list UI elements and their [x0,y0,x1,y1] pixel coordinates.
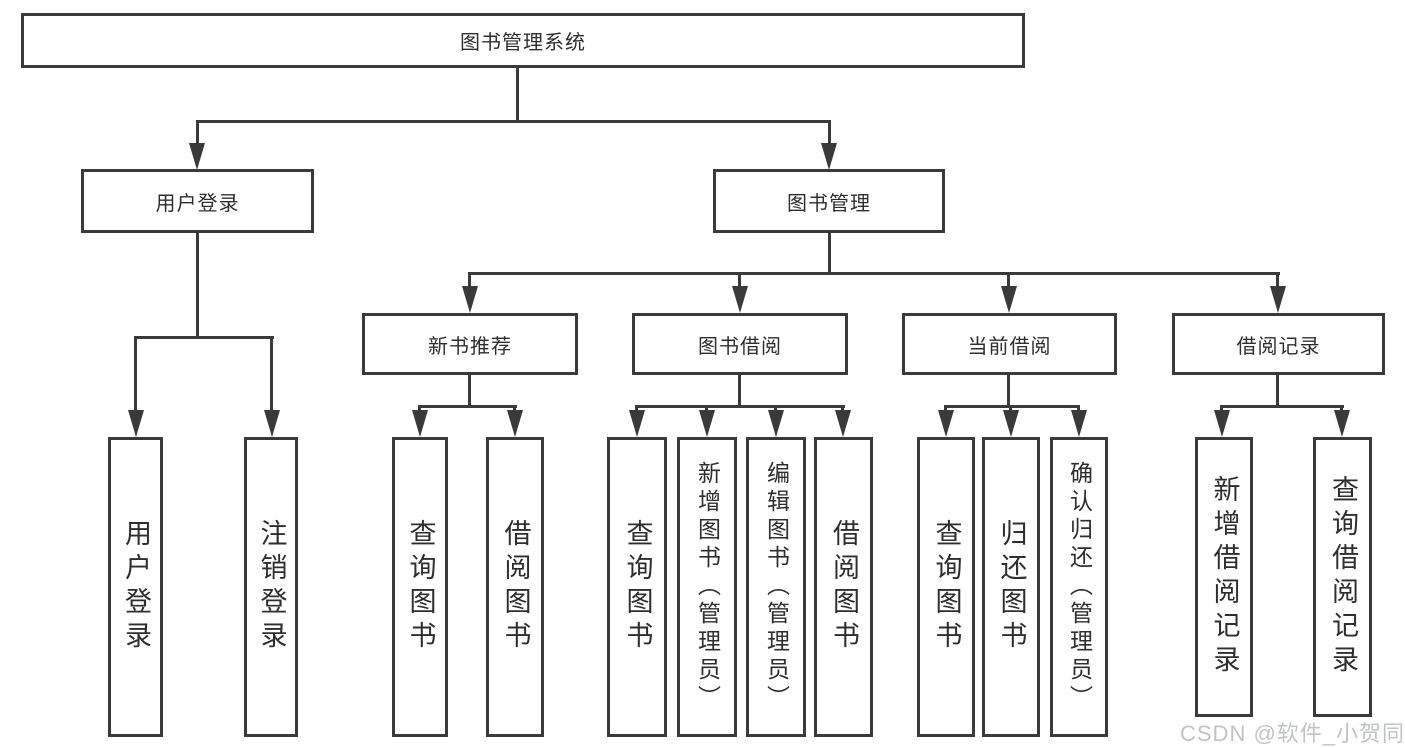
connector-line [516,68,519,120]
leaf-label: 归还图书 [996,519,1027,655]
arrowhead-down-icon [768,410,784,437]
connector-line [513,405,516,412]
leaf-label: 查询借阅记录 [1328,475,1358,679]
leaf-label: 查询图书 [405,519,436,655]
arrowhead-down-icon [1001,286,1017,313]
node-borrow-records: 借阅记录 [1172,313,1385,375]
arrowhead-down-icon [1270,286,1286,313]
leaf-label: 新增图书（管理员） [694,461,721,713]
leaf-label: 编辑图书（管理员） [763,461,790,713]
node-label: 图书借阅 [698,335,782,358]
connector-line [1009,405,1012,412]
connector-line [468,375,471,405]
leaf-query-books-current: 查询图书 [917,437,975,737]
node-label: 新书推荐 [428,335,512,358]
node-book-management: 图书管理 [713,169,945,233]
node-user-login: 用户登录 [81,169,314,233]
connector-line [774,405,777,412]
leaf-label: 查询图书 [622,519,653,655]
arrowhead-down-icon [629,410,645,437]
connector-line [841,405,844,412]
node-label: 用户登录 [155,192,240,215]
connector-line [419,405,517,408]
leaf-add-borrow-record: 新增借阅记录 [1195,437,1253,717]
connector-line [196,233,199,336]
leaf-borrow-books-recommend: 借阅图书 [486,437,544,737]
connector-line [738,375,741,405]
connector-line [468,272,1280,275]
leaf-add-book-admin: 新增图书（管理员） [677,437,737,737]
node-label: 借阅记录 [1236,335,1321,358]
arrowhead-down-icon [264,410,280,437]
leaf-label: 借阅图书 [829,519,859,655]
leaf-logout: 注销登录 [244,437,298,737]
leaf-label: 用户登录 [121,519,151,655]
arrowhead-down-icon [938,410,954,437]
connector-line [705,405,708,412]
connector-line [945,405,1080,408]
leaf-user-login: 用户登录 [108,437,163,737]
leaf-query-books-recommend: 查询图书 [392,437,448,737]
connector-line [738,272,741,288]
connector-line [1007,375,1010,405]
leaf-query-borrow-record: 查询借阅记录 [1313,437,1372,717]
leaf-label: 查询图书 [931,519,962,655]
connector-line [196,120,831,123]
leaf-label: 确认归还（管理员） [1066,461,1093,713]
node-book-borrow: 图书借阅 [632,313,848,375]
connector-line [635,405,638,412]
arrowhead-down-icon [732,286,748,313]
leaf-label: 注销登录 [256,519,287,655]
connector-line [1221,405,1344,408]
arrowhead-down-icon [462,286,478,313]
arrowhead-down-icon [412,410,428,437]
leaf-query-books-borrow: 查询图书 [607,437,667,737]
connector-line [468,272,471,288]
connector-line [418,405,421,412]
connector-line [828,233,831,272]
csdn-watermark: CSDN @软件_小贺同学 [1180,721,1405,746]
arrowhead-down-icon [699,410,715,437]
connector-line [1077,405,1080,412]
node-label: 图书管理 [787,192,871,215]
arrowhead-down-icon [1003,410,1019,437]
node-label: 图书管理系统 [460,32,586,54]
connector-line [944,405,947,412]
connector-line [134,336,137,412]
arrowhead-down-icon [128,410,144,437]
connector-line [270,336,273,412]
connector-line [828,120,831,145]
connector-line [1007,272,1010,288]
leaf-edit-book-admin: 编辑图书（管理员） [746,437,806,737]
leaf-return-books: 归还图书 [982,437,1040,737]
connector-line [134,336,274,339]
arrowhead-down-icon [1071,410,1087,437]
node-current-borrow: 当前借阅 [902,313,1117,375]
connector-line [1276,272,1279,288]
arrowhead-down-icon [821,143,837,170]
connector-line [636,405,845,408]
leaf-confirm-return-admin: 确认归还（管理员） [1050,437,1108,737]
connector-line [1220,405,1223,412]
leaf-label: 新增借阅记录 [1209,475,1240,679]
connector-line [1276,375,1279,405]
leaf-label: 借阅图书 [500,519,531,655]
arrowhead-down-icon [835,410,851,437]
node-root-library-management-system: 图书管理系统 [21,13,1025,68]
arrowhead-down-icon [1334,410,1350,437]
node-new-book-recommend: 新书推荐 [362,313,578,375]
connector-line [1340,405,1343,412]
arrowhead-down-icon [507,410,523,437]
connector-line [196,120,199,145]
node-label: 当前借阅 [967,335,1052,358]
arrowhead-down-icon [1214,410,1230,437]
arrowhead-down-icon [189,143,205,170]
leaf-borrow-books: 借阅图书 [814,437,873,737]
